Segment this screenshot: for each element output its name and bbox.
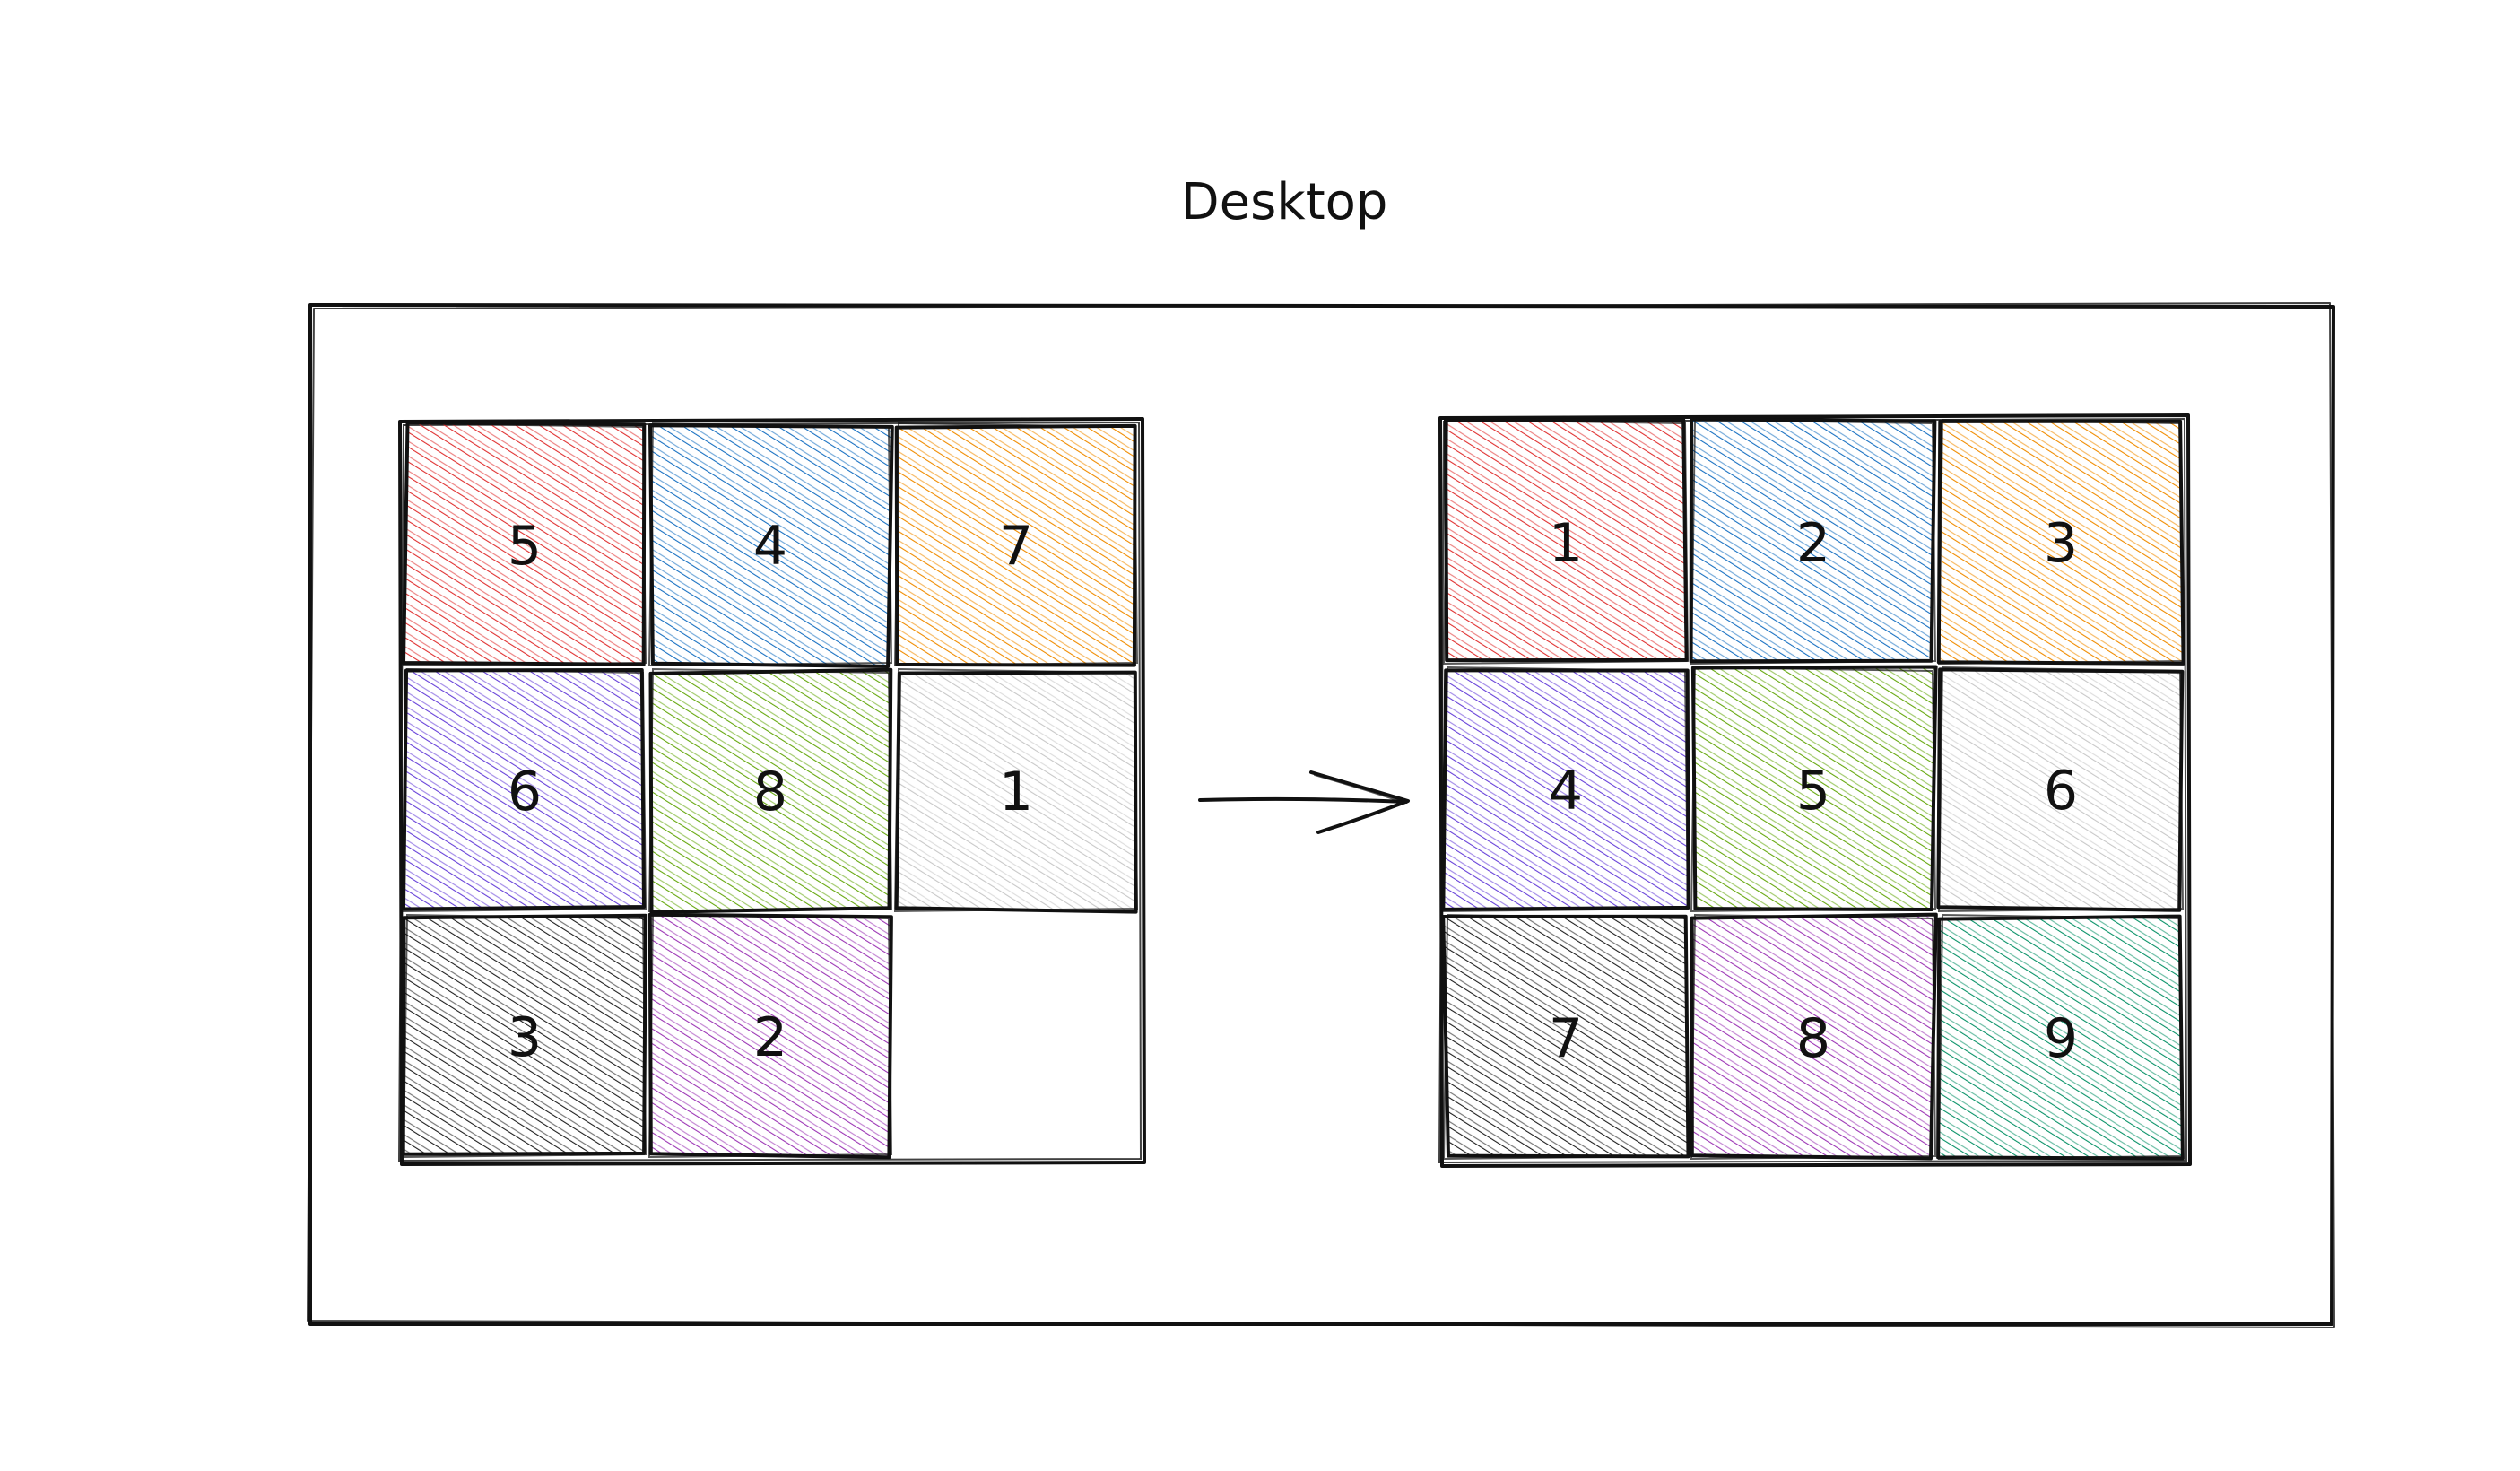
tile-number: 3: [2044, 512, 2078, 575]
tile-number: 1: [999, 761, 1033, 823]
tile-outline-sketch: [893, 422, 1139, 667]
tile-1: 1: [1442, 418, 1690, 666]
tile-2: 2: [1689, 417, 1937, 666]
tile-number: 6: [2044, 760, 2078, 823]
tile-8: 8: [1690, 912, 1938, 1161]
tile-3: 3: [401, 913, 647, 1159]
tile-outline-sketch: [1690, 666, 1937, 913]
tile-outline-sketch: [402, 422, 647, 667]
diagram-title: Desktop: [1181, 173, 1388, 231]
tile-6: 6: [1936, 666, 2185, 913]
tile-outline-sketch: [647, 667, 893, 913]
tile-number: 5: [1796, 760, 1830, 823]
tile-7: 7: [1441, 913, 1690, 1161]
tile-fill: [1444, 418, 1689, 663]
tile-outline-sketch: [893, 667, 1139, 913]
tile-outline-sketch: [1690, 913, 1937, 1161]
grid-before: 5 4 7 6 8 1 3 2: [397, 417, 1146, 1166]
tile-7: 7: [893, 422, 1139, 667]
tile-number: 7: [1549, 1007, 1583, 1070]
grid-after: 1 2 3 4 5 6 7 8 9: [1438, 413, 2192, 1168]
tile-number: 4: [1549, 760, 1583, 823]
tile-3: 3: [1936, 418, 2185, 666]
desktop-frame: [307, 302, 2335, 1328]
tile-1: 1: [893, 667, 1139, 914]
grid-outline-sketch: [1438, 417, 2188, 1164]
tile-9: 9: [1936, 913, 2185, 1161]
tile-5: 5: [1690, 665, 1938, 913]
tile-outline-sketch: [402, 667, 647, 913]
tile-fill: [1936, 667, 2185, 912]
tile-outline-sketch: [647, 913, 893, 1159]
tile-outline-sketch: [402, 913, 647, 1159]
tile-number: 2: [753, 1006, 787, 1069]
tile-outline-sketch: [1937, 913, 2185, 1161]
tile-number: 8: [753, 761, 787, 823]
right-arrow-icon: [1198, 770, 1410, 834]
tile-number: 5: [508, 515, 542, 578]
tile-8: 8: [647, 667, 893, 914]
tile-fill: [401, 913, 647, 1156]
tile-number: 9: [2044, 1007, 2078, 1070]
tile-fill: [894, 670, 1138, 914]
tile-outline-sketch: [1442, 913, 1690, 1161]
grid-outline-sketch: [397, 421, 1143, 1162]
tile-5: 5: [402, 421, 647, 667]
tile-outline-sketch: [1937, 666, 2185, 913]
tile-6: 6: [402, 667, 647, 913]
tile-2: 2: [647, 912, 893, 1160]
tile-4: 4: [647, 422, 894, 668]
tile-number: 8: [1796, 1007, 1830, 1070]
tile-outline-sketch: [647, 422, 893, 667]
tile-number: 7: [999, 515, 1033, 578]
tile-number: 3: [508, 1006, 542, 1069]
tile-outline-sketch: [1937, 418, 2185, 666]
tile-number: 1: [1549, 512, 1583, 575]
tile-number: 4: [753, 515, 787, 578]
tile-outline-sketch: [1442, 418, 1690, 666]
tile-number: 6: [508, 761, 542, 823]
tile-outline-sketch: [1690, 418, 1937, 666]
tile-number: 2: [1796, 512, 1830, 575]
tile-outline-sketch: [1442, 666, 1690, 913]
tile-4: 4: [1441, 666, 1690, 913]
